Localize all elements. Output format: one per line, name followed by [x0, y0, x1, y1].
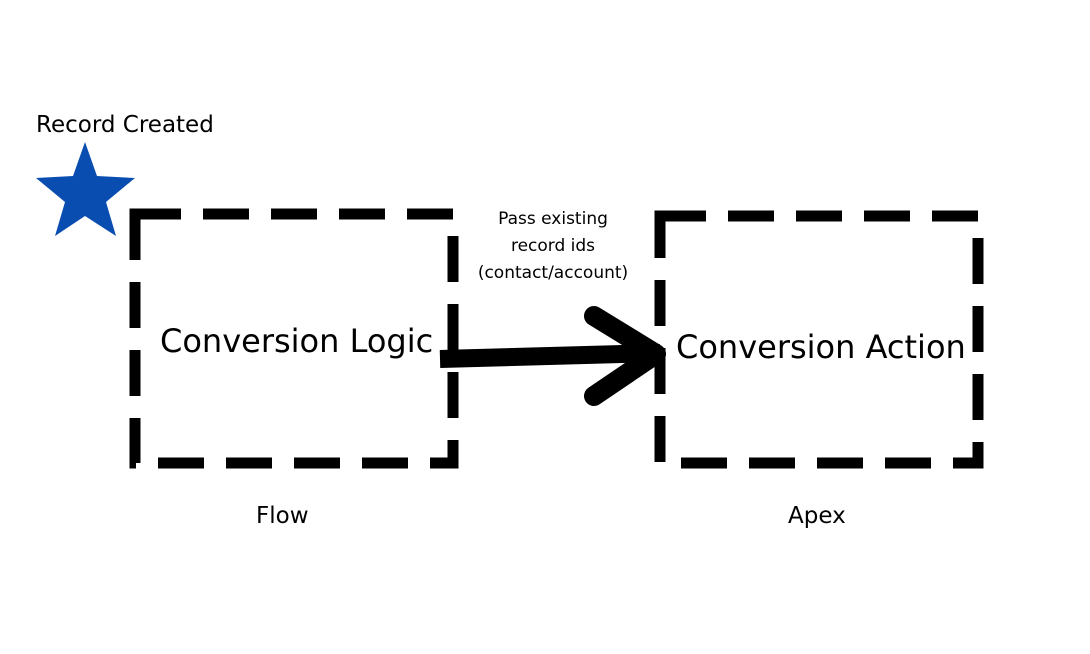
conversion-action-title: Conversion Action — [676, 328, 966, 366]
edge-label-line: Pass existing — [498, 209, 608, 229]
connector-arrow — [439, 306, 666, 406]
arrow-head — [584, 306, 666, 406]
trigger-label: Record Created — [36, 112, 214, 138]
flow-platform-label: Flow — [256, 503, 309, 529]
conversion-action-box — [654, 210, 984, 469]
edge-label-line: (contact/account) — [477, 263, 629, 283]
conversion-logic-box — [129, 208, 459, 469]
conversion-logic-title: Conversion Logic — [160, 322, 434, 360]
edge-label: Pass existing record ids (contact/accoun… — [470, 206, 636, 287]
edge-label-line: record ids — [510, 236, 596, 256]
apex-platform-label: Apex — [788, 503, 846, 529]
arrow-shaft — [439, 344, 661, 368]
star-icon — [36, 142, 135, 236]
